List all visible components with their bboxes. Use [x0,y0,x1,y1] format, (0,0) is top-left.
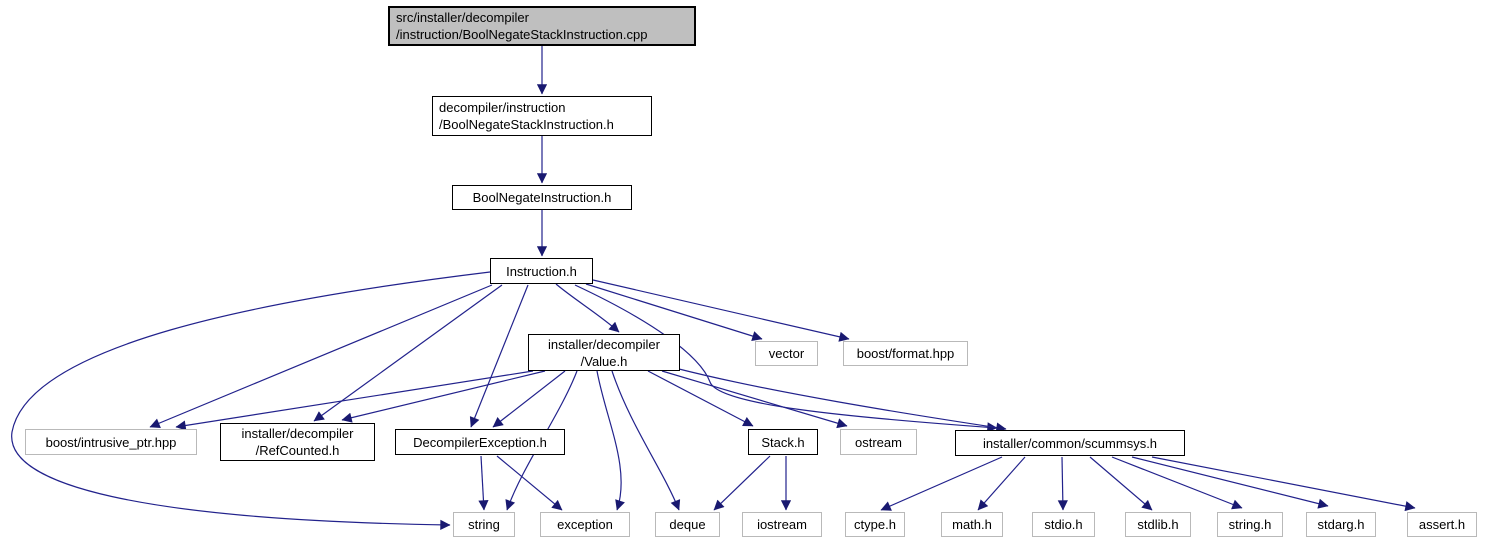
edge-value-h-to-deque [611,370,681,511]
node-bool-negate-stack-instruction-cpp: src/installer/decompiler/instruction/Boo… [388,6,696,46]
node-exception-label: exception [557,517,613,532]
node-math-h: math.h [941,512,1003,537]
edge-scummsys-h-to-ctype-h [880,456,1003,511]
node-ctype-h-label: ctype.h [854,517,896,532]
node-deque-label: deque [669,517,706,532]
node-bool-negate-stack-instruction-h-label: /BoolNegateStackInstruction.h [439,117,614,132]
node-ctype-h: ctype.h [845,512,905,537]
node-value-h-label: /Value.h [580,353,628,369]
edge-instruction-h-to-vector [585,283,763,341]
node-refcounted-h-label: installer/decompiler [241,426,354,441]
node-iostream: iostream [742,512,822,537]
edge-scummsys-h-to-stdio-h [1057,456,1068,511]
node-string: string [453,512,515,537]
edge-instruction-h-to-decompiler-exception-h [469,284,529,428]
node-bool-negate-stack-instruction-h-label: decompiler/instruction [439,100,566,115]
node-scummsys-h-label: installer/common/scummsys.h [982,435,1158,451]
node-string-h: string.h [1217,512,1283,537]
node-value-h-label: installer/decompiler [548,336,660,352]
edge-decompiler-exception-h-to-string [478,455,489,511]
node-stack-h[interactable]: Stack.h [748,429,818,455]
node-decompiler-exception-h-label: DecompilerException.h [413,434,547,450]
edge-value-h-to-decompiler-exception-h [492,370,566,428]
node-stdio-h-label: stdio.h [1044,517,1083,532]
node-instruction-h-label: Instruction.h [506,263,577,279]
edge-value-h-to-stack-h [647,370,754,427]
node-value-h[interactable]: installer/decompiler/Value.h [528,334,680,371]
node-bool-negate-stack-instruction-cpp-label: /instruction/BoolNegateStackInstruction.… [396,27,648,42]
node-stack-h-label: Stack.h [761,434,805,450]
edge-value-h-to-refcounted-h [341,370,546,423]
node-boost-format-hpp: boost/format.hpp [843,341,968,366]
node-bool-negate-stack-instruction-cpp-label: src/installer/decompiler [396,10,529,25]
edge-instruction-h-to-refcounted-h [313,284,503,422]
edge-instruction-h-to-string [11,271,491,530]
node-stdlib-h-label: stdlib.h [1137,517,1179,532]
node-refcounted-h[interactable]: installer/decompiler/RefCounted.h [220,423,375,461]
node-assert-h-label: assert.h [1418,517,1466,532]
node-assert-h: assert.h [1407,512,1477,537]
node-bool-negate-stack-instruction-h[interactable]: decompiler/instruction/BoolNegateStackIn… [432,96,652,136]
node-deque: deque [655,512,720,537]
edge-scummsys-h-to-stdlib-h [1089,456,1153,511]
node-stdlib-h: stdlib.h [1125,512,1191,537]
edge-decompiler-exception-h-to-exception [496,455,563,511]
edge-scummsys-h-to-math-h [977,456,1026,511]
node-vector: vector [755,341,818,366]
node-string-label: string [468,517,500,532]
edge-instruction-h-to-boost-intrusive-ptr-hpp [149,284,493,428]
edge-stack-h-to-deque [713,455,771,511]
node-math-h-label: math.h [952,517,992,532]
node-iostream-label: iostream [757,517,807,532]
node-exception: exception [540,512,630,537]
node-bool-negate-instruction-h-label: BoolNegateInstruction.h [472,190,612,205]
node-boost-format-hpp-label: boost/format.hpp [856,346,955,361]
node-stdarg-h-label: stdarg.h [1317,517,1365,532]
edge-instruction-h-to-value-h [555,283,620,333]
node-decompiler-exception-h[interactable]: DecompilerException.h [395,429,565,455]
node-boost-intrusive-ptr-hpp: boost/intrusive_ptr.hpp [25,429,197,455]
edge-value-h-to-boost-intrusive-ptr-hpp [175,370,534,431]
edge-scummsys-h-to-string-h [1111,456,1243,510]
node-instruction-h[interactable]: Instruction.h [490,258,593,284]
edge-scummsys-h-to-assert-h [1151,456,1416,512]
node-ostream-label: ostream [855,434,902,450]
node-bool-negate-instruction-h[interactable]: BoolNegateInstruction.h [452,185,632,210]
edge-scummsys-h-to-stdarg-h [1131,456,1329,509]
edge-value-h-to-exception [596,370,625,511]
edge-value-h-to-scummsys-h [678,368,1007,433]
node-refcounted-h-label: /RefCounted.h [255,443,340,458]
node-scummsys-h[interactable]: installer/common/scummsys.h [955,430,1185,456]
node-stdio-h: stdio.h [1032,512,1095,537]
node-boost-intrusive-ptr-hpp-label: boost/intrusive_ptr.hpp [45,434,177,450]
node-string-h-label: string.h [1228,517,1272,532]
node-stdarg-h: stdarg.h [1306,512,1376,537]
node-vector-label: vector [768,346,805,361]
node-ostream: ostream [840,429,917,455]
edge-instruction-h-to-boost-format-hpp [592,279,850,342]
edge-value-h-to-ostream [661,370,848,429]
